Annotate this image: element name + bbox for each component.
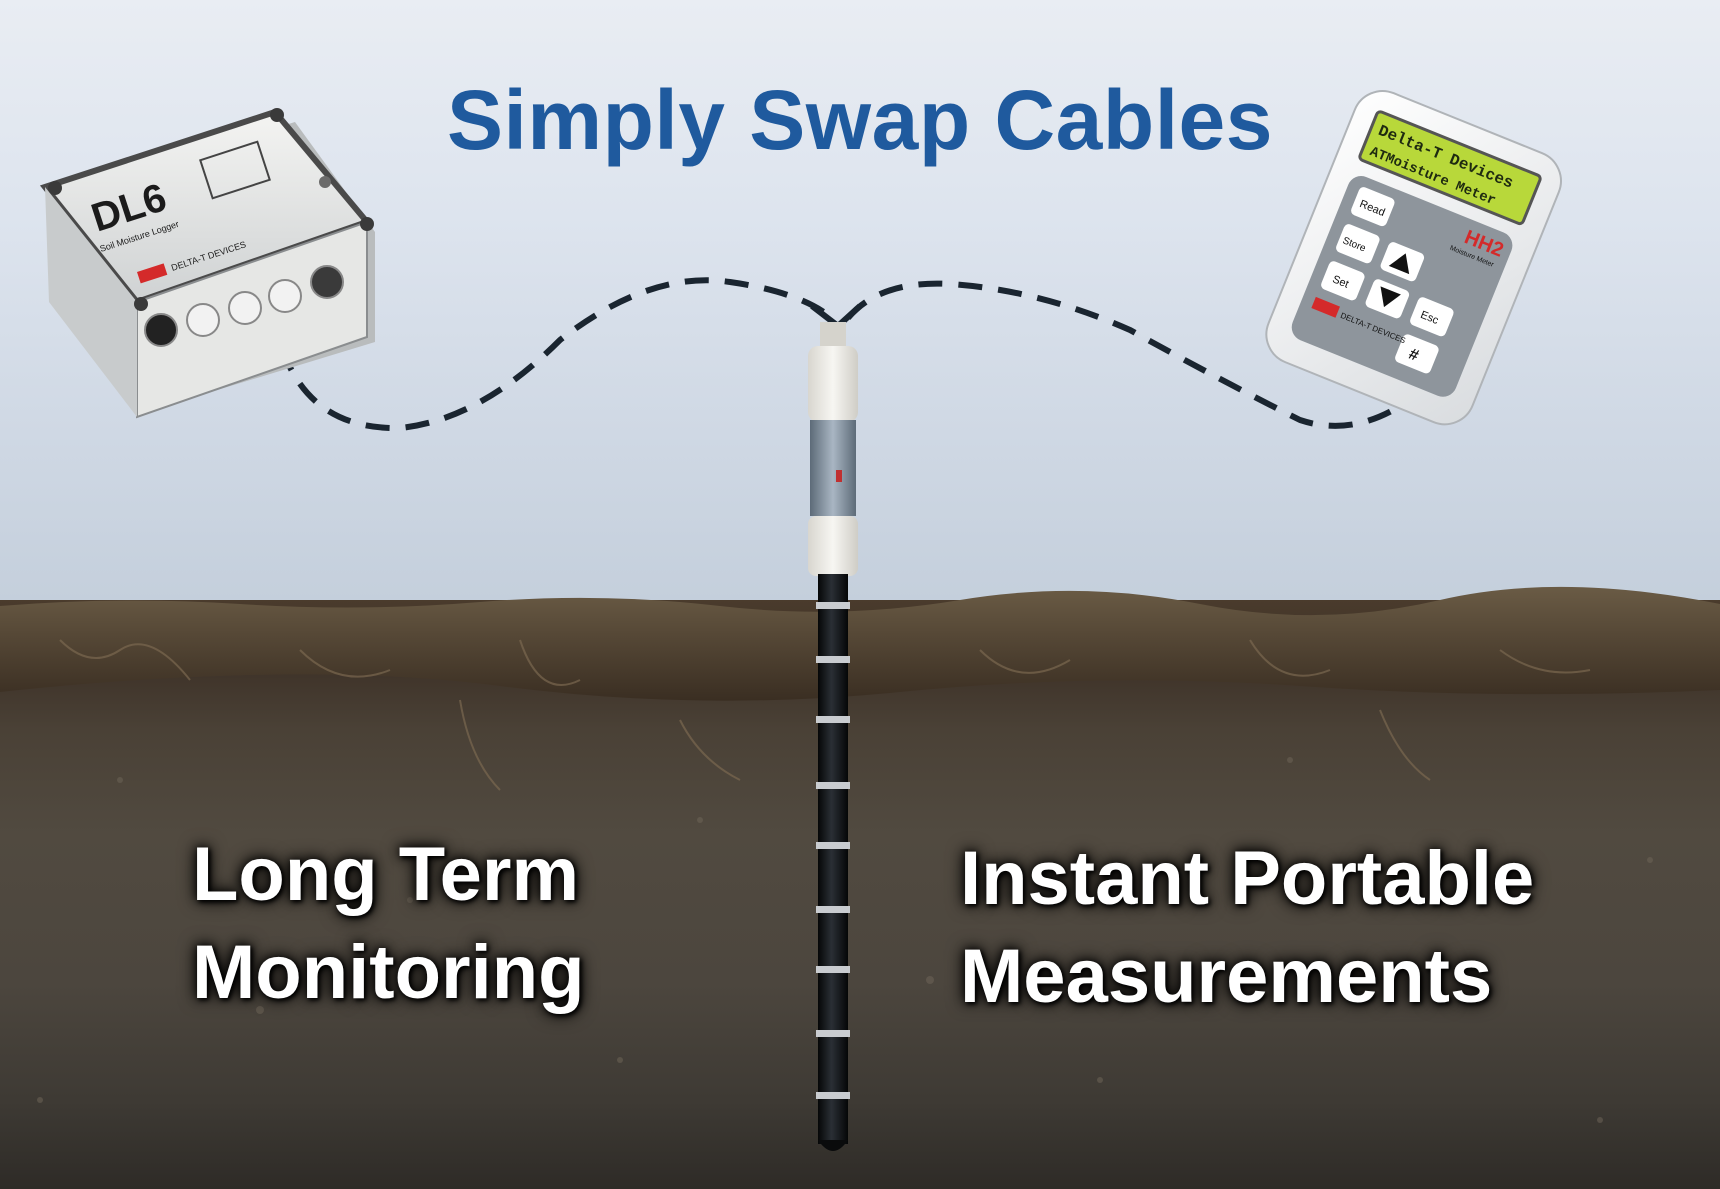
up-arrow-icon (1388, 253, 1410, 275)
probe-cable-gland (820, 322, 846, 346)
hh2-meter: Delta-T Devices ATMoisture Meter HH2 Moi… (1265, 90, 1562, 426)
instant-portable-caption: Instant Portable Measurements (960, 830, 1534, 1026)
caption-left-line2: Monitoring (192, 930, 585, 1015)
slide-title: Simply Swap Cables (447, 73, 1273, 167)
probe-shaft (818, 574, 848, 1144)
esc-key[interactable] (1409, 296, 1455, 338)
cable-to-logger (279, 277, 834, 432)
down-arrow-icon (1380, 286, 1401, 308)
meter-lcd (1358, 110, 1542, 226)
probe-metal-band (810, 420, 856, 516)
caption-right-line1: Instant Portable (960, 836, 1535, 921)
read-key[interactable] (1350, 186, 1396, 228)
probe-tip (818, 1140, 848, 1151)
meter-keys: Read Store Set Esc # (1320, 186, 1455, 375)
svg-text:Set: Set (1331, 273, 1351, 290)
profile-probe (808, 322, 858, 1151)
soil-background (0, 600, 1720, 1189)
probe-lower-head (808, 516, 858, 576)
probe-sensor-rings (816, 602, 850, 1099)
long-term-monitoring-caption: Long Term Monitoring (192, 826, 585, 1022)
logger-ports (144, 265, 344, 347)
probe-head (808, 346, 858, 422)
root-strands (59, 639, 1591, 791)
hash-key[interactable] (1394, 333, 1440, 375)
connecting-cables (279, 277, 1422, 432)
set-key[interactable] (1320, 260, 1366, 302)
cable-to-meter (845, 280, 1422, 429)
caption-left-line1: Long Term (192, 832, 580, 917)
store-key[interactable] (1335, 223, 1381, 265)
dl6-logger: DL6 Soil Moisture Logger DELTA-T DEVICES (39, 108, 375, 419)
caption-right-line2: Measurements (960, 934, 1493, 1019)
soil-speckles (37, 757, 1653, 1123)
turf-layer (0, 586, 1720, 701)
